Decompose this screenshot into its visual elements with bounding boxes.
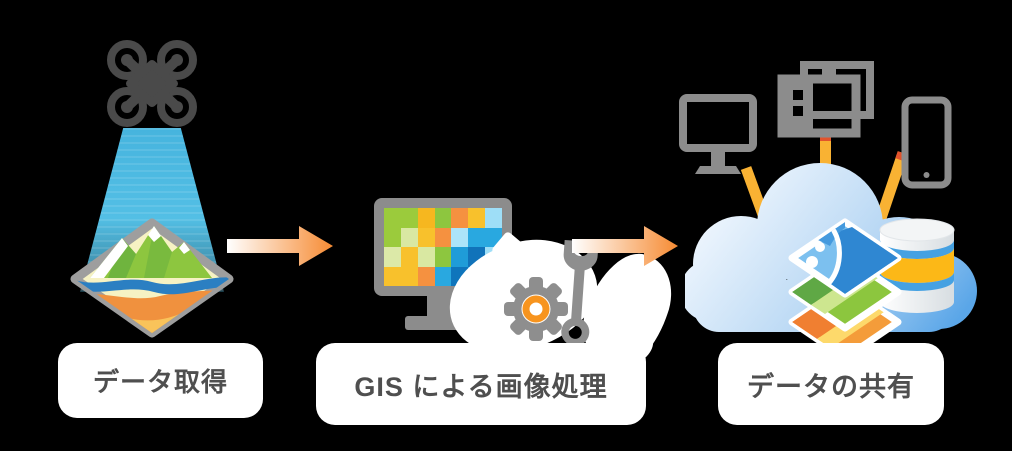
pixel-cell: [468, 227, 486, 247]
pixel-cell: [384, 227, 401, 247]
pixel-cell: [485, 208, 502, 228]
pixel-cell: [468, 208, 486, 228]
pixel-cell: [451, 208, 469, 228]
pixel-cell: [400, 266, 418, 286]
pixel-cell: [417, 266, 435, 286]
pixel-cell: [400, 208, 418, 228]
mountains: [90, 226, 212, 278]
stage-label-sharing: データの共有: [718, 343, 944, 425]
pixel-cell: [434, 247, 452, 267]
stage-label-processing-text: GIS による画像処理: [354, 371, 608, 402]
pixel-cell: [417, 227, 435, 247]
stage-label-sharing-text: データの共有: [747, 371, 915, 402]
pixel-cell: [417, 247, 435, 267]
pixel-cell: [384, 266, 401, 286]
stage-label-processing: GIS による画像処理: [316, 343, 646, 425]
pixel-cell: [417, 208, 435, 228]
map-layers-icon: [788, 218, 902, 360]
flow-arrow-1: [227, 226, 333, 266]
pixel-cell: [384, 208, 401, 228]
drone-icon: [107, 40, 197, 127]
pixel-cell: [400, 247, 418, 267]
desktop-icon: [679, 94, 757, 174]
pixel-cell: [434, 227, 452, 247]
pixel-cell: [434, 208, 452, 228]
tablet-icon: [777, 61, 874, 138]
pixel-cell: [434, 266, 452, 286]
pixel-cell: [451, 227, 469, 247]
pixel-cell: [384, 247, 401, 267]
stage-label-acquisition: データ取得: [58, 343, 263, 418]
pixel-cell: [451, 247, 469, 267]
stage-label-acquisition-text: データ取得: [92, 367, 228, 397]
gear-icon: [504, 277, 568, 341]
wrench-icon: [561, 239, 599, 346]
client-devices: [679, 61, 952, 189]
phone-icon: [901, 96, 952, 189]
pixel-cell: [400, 227, 418, 247]
flow-arrow-2: [572, 226, 678, 266]
terrain-map-icon: [70, 218, 234, 338]
